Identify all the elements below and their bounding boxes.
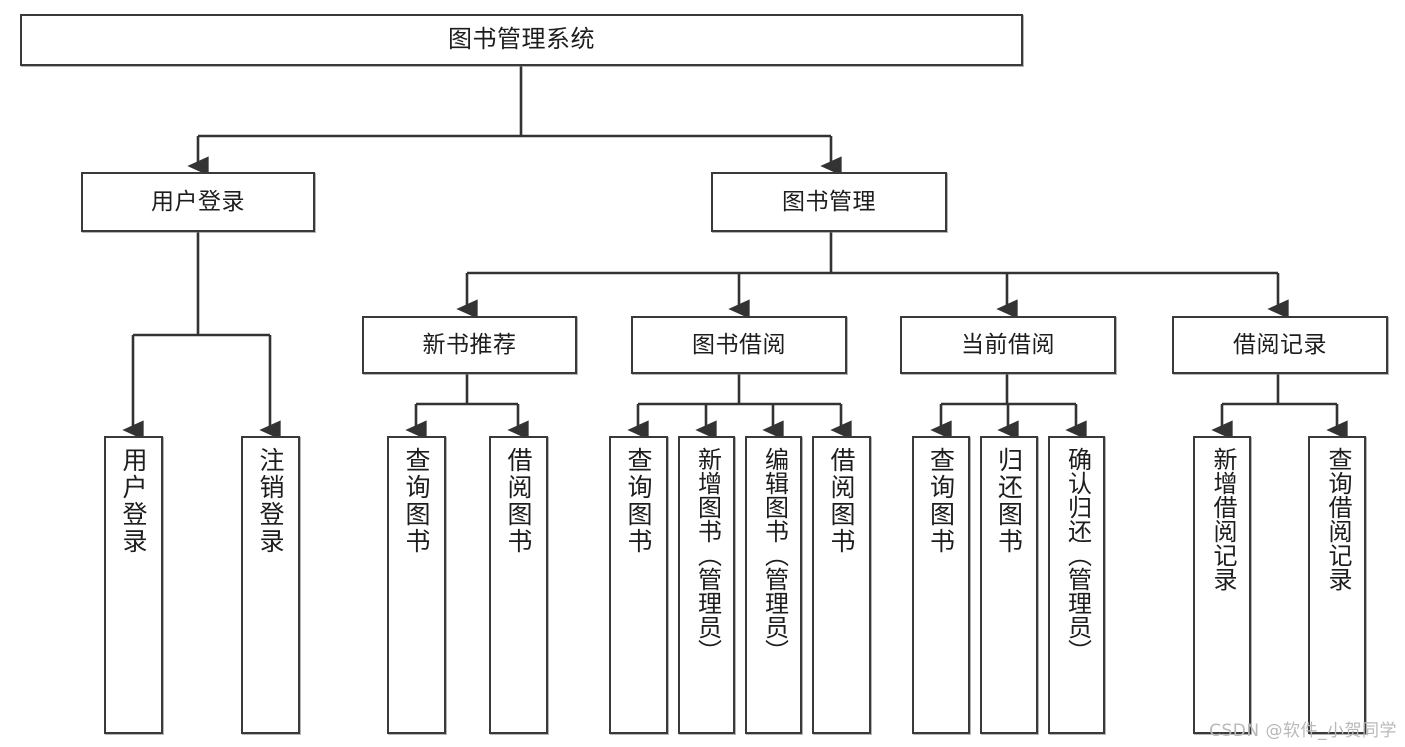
node-label: 查询图书 — [402, 447, 431, 555]
node-label: 新增借阅记录 — [1208, 447, 1237, 591]
node-leaf-add-borrow-record[interactable]: 新增借阅记录 — [1193, 436, 1251, 734]
node-label: 确认归还（管理员） — [1063, 447, 1092, 663]
node-current-borrow[interactable]: 当前借阅 — [900, 316, 1116, 374]
node-book-management[interactable]: 图书管理 — [711, 172, 947, 232]
node-leaf-add-book-admin[interactable]: 新增图书（管理员） — [678, 436, 735, 734]
node-label: 用户登录 — [151, 188, 245, 215]
node-label: 查询图书 — [624, 447, 653, 555]
node-leaf-borrow-book-new-recommend[interactable]: 借阅图书 — [489, 436, 548, 734]
node-label: 借阅记录 — [1233, 331, 1327, 358]
node-book-borrow[interactable]: 图书借阅 — [631, 316, 847, 374]
node-label: 当前借阅 — [961, 331, 1055, 358]
node-leaf-confirm-return-admin[interactable]: 确认归还（管理员） — [1048, 436, 1105, 734]
node-label: 借阅图书 — [827, 447, 856, 555]
node-leaf-query-book-current[interactable]: 查询图书 — [912, 436, 970, 734]
node-label: 用户登录 — [119, 447, 148, 555]
node-label: 新增图书（管理员） — [693, 447, 722, 663]
node-leaf-edit-book-admin[interactable]: 编辑图书（管理员） — [745, 436, 802, 734]
node-user-login[interactable]: 用户登录 — [81, 172, 315, 232]
node-leaf-query-borrow-record[interactable]: 查询借阅记录 — [1308, 436, 1366, 734]
node-leaf-return-book[interactable]: 归还图书 — [980, 436, 1038, 734]
node-label: 注销登录 — [256, 447, 285, 555]
csdn-watermark: CSDN @软件_小贺同学 — [1209, 721, 1397, 741]
node-leaf-borrow-book-borrow[interactable]: 借阅图书 — [812, 436, 871, 734]
node-root-book-management-system[interactable]: 图书管理系统 — [20, 14, 1023, 66]
node-new-book-recommend[interactable]: 新书推荐 — [362, 316, 577, 374]
node-leaf-user-login[interactable]: 用户登录 — [104, 436, 163, 734]
node-label: 图书管理系统 — [448, 25, 595, 54]
node-label: 查询图书 — [926, 447, 956, 555]
node-borrow-record[interactable]: 借阅记录 — [1172, 316, 1388, 374]
node-leaf-query-book-borrow[interactable]: 查询图书 — [609, 436, 668, 734]
node-label: 图书借阅 — [692, 331, 786, 358]
node-leaf-query-book-new-recommend[interactable]: 查询图书 — [387, 436, 446, 734]
node-label: 查询借阅记录 — [1323, 447, 1352, 591]
node-leaf-logout-login[interactable]: 注销登录 — [241, 436, 300, 734]
node-label: 借阅图书 — [504, 447, 533, 555]
node-label: 编辑图书（管理员） — [760, 447, 789, 663]
node-label: 新书推荐 — [422, 331, 517, 358]
node-label: 图书管理 — [782, 188, 876, 215]
node-label: 归还图书 — [994, 447, 1024, 555]
